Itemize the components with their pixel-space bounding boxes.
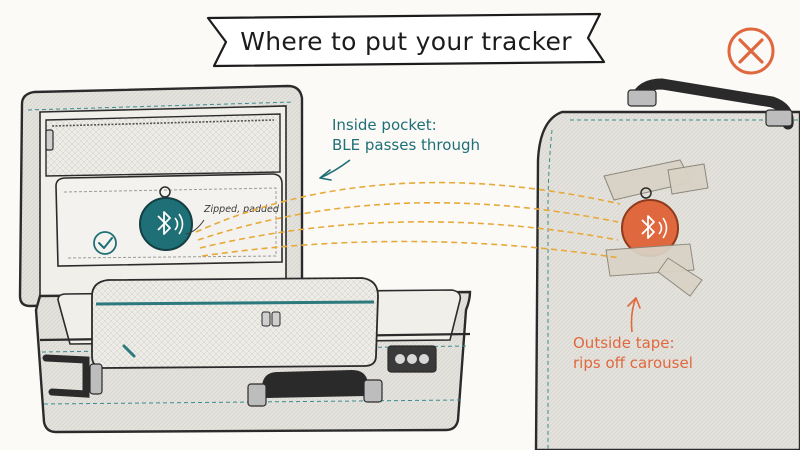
inside-caption-line1: Inside pocket: [332,116,437,134]
bluetooth-icon [157,211,184,235]
signal-lines [195,181,621,259]
closed-suitcase [534,78,800,450]
check-circle-icon [93,231,117,255]
inside-tag-label: Zipped, padded [203,204,280,215]
outside-caption-line2: rips off carousel [573,354,693,372]
outside-arrow [630,297,637,333]
outside-caption-line1: Outside tape: [573,334,675,352]
title-banner: Where to put your tracker [206,12,606,68]
inside-caption-line2: BLE passes through [332,136,480,154]
page-title: Where to put your tracker [240,27,572,56]
inside-tracker [139,186,193,251]
outside-tracker [603,159,709,297]
bluetooth-icon [641,215,668,239]
x-circle-icon [727,27,775,75]
